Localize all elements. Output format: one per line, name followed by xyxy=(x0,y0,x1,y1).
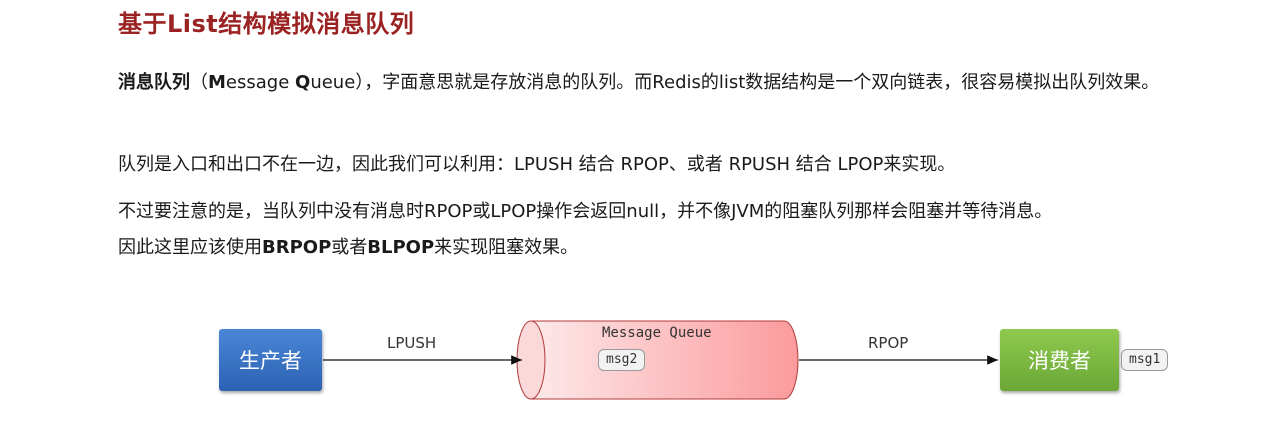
cmd-blpop: BLPOP xyxy=(367,237,435,258)
letter-q: Q xyxy=(295,72,311,93)
term-message-queue: 消息队列 xyxy=(118,72,190,93)
consumer-box: 消费者 xyxy=(1000,329,1119,391)
producer-box: 生产者 xyxy=(219,329,322,391)
word-ueue: ueue xyxy=(310,72,356,93)
consumed-message-badge: msg1 xyxy=(1121,349,1169,371)
queue-cylinder xyxy=(516,320,799,400)
paragraph-usage: 队列是入口和出口不在一边，因此我们可以利用：LPUSH 结合 RPOP、或者 R… xyxy=(118,154,956,175)
paragraph-warning: 不过要注意的是，当队列中没有消息时RPOP或LPOP操作会返回null，并不像J… xyxy=(118,201,1053,222)
queue-message-badge: msg2 xyxy=(598,349,646,371)
lpush-label: LPUSH xyxy=(387,334,437,352)
letter-m: M xyxy=(208,72,226,93)
paragraph-intro: 消息队列（Message Queue），字面意思就是存放消息的队列。而Redis… xyxy=(118,68,1208,98)
word-essage: essage xyxy=(225,72,296,93)
section-title: 基于List结构模拟消息队列 xyxy=(118,10,415,38)
rpop-label: RPOP xyxy=(868,334,909,352)
blocking-or: 或者 xyxy=(331,237,368,258)
paren-open: （ xyxy=(190,72,208,93)
blocking-prefix: 因此这里应该使用 xyxy=(118,237,262,258)
paragraph-blocking: 因此这里应该使用BRPOP或者BLPOP来实现阻塞效果。 xyxy=(118,233,1208,263)
intro-rest: ），字面意思就是存放消息的队列。而Redis的list数据结构是一个双向链表，很… xyxy=(355,72,1160,93)
blocking-suffix: 来实现阻塞效果。 xyxy=(434,237,579,258)
cmd-brpop: BRPOP xyxy=(262,237,332,258)
queue-title: Message Queue xyxy=(602,325,712,341)
